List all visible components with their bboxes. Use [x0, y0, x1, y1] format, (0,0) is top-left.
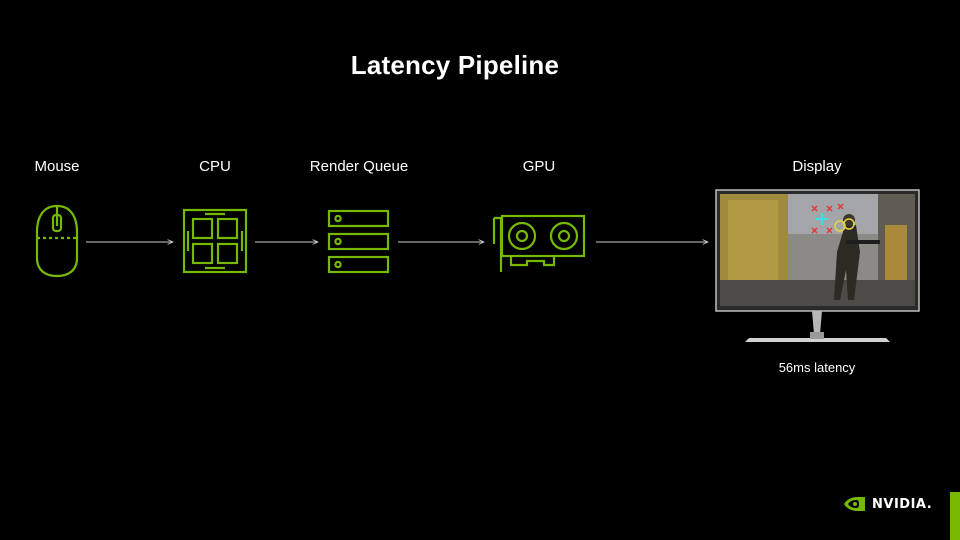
stage-label-mouse: Mouse [34, 158, 80, 175]
stage-label-cpu: CPU [199, 158, 231, 175]
nvidia-eye-logo-icon [844, 497, 865, 511]
mouse-icon [35, 204, 79, 278]
stage-label-display: Display [792, 158, 842, 175]
latency-caption: 56ms latency [778, 360, 856, 375]
accent-bar [950, 492, 960, 540]
graphics-card-icon [492, 214, 586, 272]
nvidia-wordmark: NVIDIA. [872, 496, 933, 512]
stage-label-render-queue: Render Queue [309, 158, 409, 175]
game-scene-image [720, 194, 915, 306]
cpu-chip-icon [182, 208, 248, 274]
page-title: Latency Pipeline [350, 50, 560, 80]
render-queue-icon [327, 209, 390, 274]
stage-label-gpu: GPU [522, 158, 556, 175]
monitor-icon [715, 189, 920, 342]
nvidia-brand: NVIDIA. [842, 494, 932, 514]
